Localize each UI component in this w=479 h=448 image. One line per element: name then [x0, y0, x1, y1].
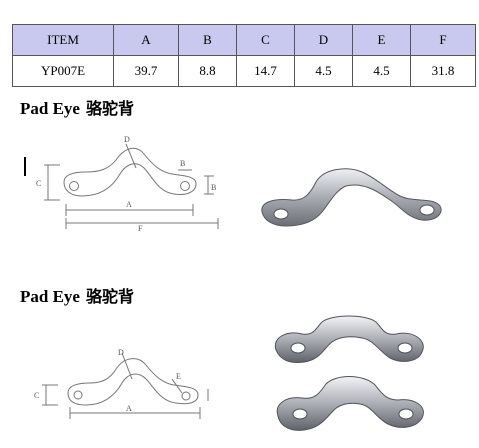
header-c: C	[236, 24, 295, 56]
section-title-2: Pad Eye 骆驼背	[20, 283, 134, 307]
table-header-row: ITEM A B C D E F	[12, 24, 476, 56]
drawing2-label-d: D	[118, 348, 124, 357]
header-a: A	[113, 24, 179, 56]
header-d: D	[294, 24, 353, 56]
cell-d: 4.5	[294, 55, 353, 87]
cell-c: 14.7	[236, 55, 295, 87]
drawing1-label-d: D	[124, 135, 130, 144]
section-title-2-en: Pad Eye	[20, 287, 80, 306]
pad-eye-lower	[276, 376, 424, 431]
text-cursor-mark	[24, 157, 26, 176]
pad-eye-photo-1	[261, 168, 442, 227]
drawing1-label-f: F	[138, 224, 143, 233]
section-title-1: Pad Eye 骆驼背	[20, 95, 134, 119]
section-title-1-en: Pad Eye	[20, 99, 80, 118]
table-row: YP007E 39.7 8.8 14.7 4.5 4.5 31.8	[12, 55, 476, 87]
drawing1-label-b1: B	[180, 159, 185, 168]
drawing2-label-a: A	[126, 404, 132, 413]
pad-eye-photo-2	[274, 315, 424, 431]
pad-eye-upper	[274, 315, 424, 363]
header-b: B	[178, 24, 237, 56]
drawing2-label-e: E	[176, 372, 181, 381]
section-title-1-cn: 骆驼背	[85, 99, 134, 118]
technical-drawing-1: C D B B A F	[36, 135, 219, 233]
drawing1-label-b2: B	[211, 183, 216, 192]
spec-table: ITEM A B C D E F YP007E 39.7 8.8 14.7 4.…	[12, 24, 476, 87]
cell-item: YP007E	[12, 55, 114, 87]
header-item: ITEM	[12, 24, 114, 56]
technical-drawing-2: C D E A	[34, 348, 209, 419]
header-e: E	[352, 24, 411, 56]
header-f: F	[410, 24, 476, 56]
drawing1-label-a: A	[126, 200, 132, 209]
pad-eye-metal-shape	[261, 168, 442, 227]
drawing1-label-c: C	[36, 179, 41, 188]
cell-f: 31.8	[410, 55, 476, 87]
cell-b: 8.8	[178, 55, 237, 87]
cell-a: 39.7	[113, 55, 179, 87]
cell-e: 4.5	[352, 55, 411, 87]
section-title-2-cn: 骆驼背	[85, 287, 134, 306]
drawing2-label-c: C	[34, 391, 39, 400]
